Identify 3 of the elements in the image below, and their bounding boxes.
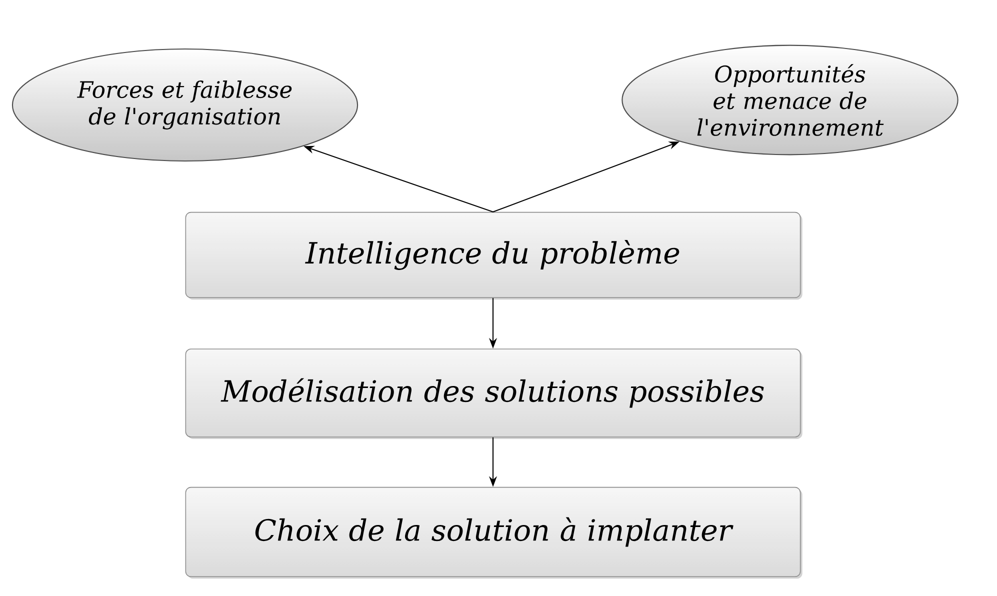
- process-box: Modélisation des solutions possibles: [185, 348, 802, 439]
- process-box: Intelligence du problème: [185, 212, 802, 300]
- process-box: Choix de la solution à implanter: [185, 486, 802, 579]
